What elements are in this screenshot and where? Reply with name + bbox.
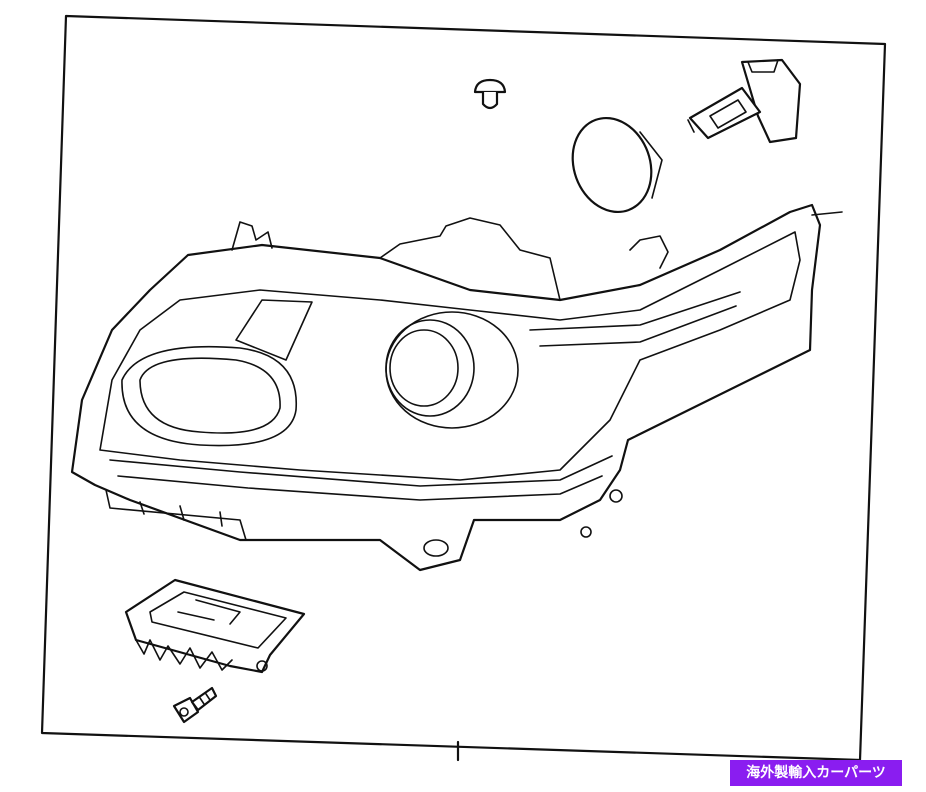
headlamp-housing-part (70, 203, 843, 572)
dust-cap-part (571, 116, 663, 214)
clip-part (473, 78, 507, 110)
watermark-label: 海外製輸入カーパーツ (730, 760, 902, 786)
bolt-part (172, 686, 218, 724)
control-module-part (124, 578, 306, 674)
bulb-part (687, 58, 802, 144)
